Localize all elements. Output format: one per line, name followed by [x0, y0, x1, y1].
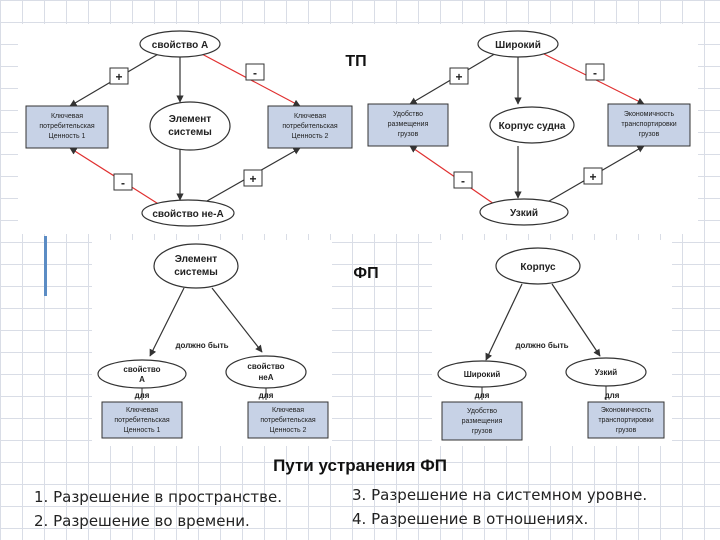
tp-left-sign-top-left: + — [115, 70, 122, 84]
fp-right-box-left-line3: грузов — [472, 428, 493, 435]
fp-right-top-label: Корпус — [520, 262, 556, 273]
tp-left-diagram: свойство А Элемент системы свойство не-А… — [25, 30, 353, 227]
fp-right-box-right-line1: Экономичность — [601, 407, 652, 414]
fp-right-for-left: для — [475, 391, 490, 400]
fp-right-node-right-label: Узкий — [595, 368, 617, 377]
fp-left-box-left-line2: потребительская — [114, 416, 169, 424]
tp-left-box-left-line2: потребительская — [39, 122, 94, 130]
tp-left-sign-bottom-left: - — [121, 176, 125, 190]
fp-right-diagram: Корпус должно быть Широкий Узкий для для… — [437, 247, 665, 441]
tp-right-box-right-line3: грузов — [639, 131, 660, 138]
tp-left-box-right-line2: потребительская — [282, 122, 337, 130]
fp-left-for-left: для — [135, 391, 150, 400]
fp-right-node-left — [437, 360, 527, 388]
tp-left-box-right-line1: Ключевая — [294, 113, 326, 120]
tp-left-box-left-line3: Ценность 1 — [49, 133, 86, 140]
tp-left-bottom-node — [141, 199, 235, 227]
fp-left-diagram: Элемент системы должно быть свойство А с… — [97, 243, 329, 439]
fp-left-node-left-line1: свойство — [123, 365, 160, 374]
fp-left-node-right-line1: свойство — [247, 362, 284, 371]
tp-left-center-node — [149, 101, 231, 151]
tp-right-diagram: Широкий Корпус судна Узкий Удобство разм… — [367, 30, 691, 226]
fp-right-must-be: должно быть — [515, 341, 568, 350]
tp-right-sign-bottom-right: + — [589, 170, 596, 184]
fp-right-box-right-line3: грузов — [616, 427, 637, 434]
fp-right-top-node — [495, 247, 581, 285]
footer-item-2: 2. Разрешение во времени. — [34, 512, 250, 530]
fp-right-box-right — [587, 401, 665, 439]
tp-right-box-right — [607, 103, 691, 147]
fp-right-for-right: для — [605, 391, 620, 400]
fp-left-box-left — [101, 401, 183, 439]
fp-left-top-node — [153, 243, 239, 289]
tp-right-sign-top-left: + — [455, 70, 462, 84]
fp-label: ФП — [353, 265, 378, 282]
fp-right-box-left — [441, 401, 523, 441]
footer-title: Пути устранения ФП — [273, 456, 447, 475]
fp-right-box-left-line1: Удобство — [467, 407, 497, 415]
tp-right-box-left-line3: грузов — [398, 131, 419, 138]
tp-left-sign-top-right-box — [245, 63, 265, 81]
fp-left-box-right-line1: Ключевая — [272, 407, 304, 414]
fp-left-for-right: для — [259, 391, 274, 400]
tp-left-top-label: свойство А — [152, 40, 208, 51]
fp-left-must-be: должно быть — [175, 341, 228, 350]
fp-left-top-line2: системы — [174, 267, 218, 278]
footer-item-1: 1. Разрешение в пространстве. — [34, 488, 282, 506]
fp-left-box-right-line3: Ценность 2 — [270, 427, 307, 434]
fp-left-box-left-line1: Ключевая — [126, 407, 158, 414]
tp-right-sign-bottom-left-box — [453, 171, 473, 189]
tp-right-sign-bottom-right-box — [583, 167, 603, 185]
tp-right-sign-bottom-left: - — [461, 174, 465, 188]
fp-left-node-right-line2: неА — [258, 373, 273, 382]
footer-item-4: 4. Разрешение в отношениях. — [352, 510, 589, 528]
tp-left-bottom-label: свойство не-А — [152, 209, 223, 220]
tp-left-sign-bottom-left-box — [113, 173, 133, 191]
tp-right-bottom-label: Узкий — [510, 208, 538, 219]
fp-left-box-right — [247, 401, 329, 439]
fp-left-top-line1: Элемент — [175, 254, 218, 265]
tp-left-sign-bottom-right: + — [249, 172, 256, 186]
tp-right-box-left-line2: размещения — [388, 121, 429, 128]
fp-left-box-right-line2: потребительская — [260, 416, 315, 424]
fp-right-node-left-label: Широкий — [464, 370, 501, 379]
tp-right-sign-top-right-box — [585, 63, 605, 81]
left-bar — [44, 236, 47, 296]
tp-left-box-left-line1: Ключевая — [51, 113, 83, 120]
tp-label: ТП — [345, 53, 366, 70]
footer-item-3: 3. Разрешение на системном уровне. — [352, 486, 648, 504]
tp-left-top-node — [139, 30, 221, 58]
tp-panel — [18, 24, 698, 234]
fp-left-node-left-line2: А — [139, 375, 145, 384]
tp-right-sign-top-left-box — [449, 67, 469, 85]
tp-left-box-right-line3: Ценность 2 — [292, 133, 329, 140]
fp-left-node-right — [225, 355, 307, 389]
tp-right-box-left-line1: Удобство — [393, 110, 423, 118]
tp-right-box-right-line1: Экономичность — [624, 111, 675, 118]
tp-right-top-node — [477, 30, 559, 58]
tp-right-center-node — [489, 106, 575, 144]
fp-left-node-left — [97, 359, 187, 389]
tp-left-center-line2: системы — [168, 127, 212, 138]
fp-left-box-left-line3: Ценность 1 — [124, 427, 161, 434]
tp-right-bottom-node — [479, 198, 569, 226]
tp-left-box-right — [267, 105, 353, 149]
tp-left-sign-top-left-box — [109, 67, 129, 85]
fp-right-box-right-line2: транспортировки — [598, 417, 653, 424]
tp-left-sign-bottom-right-box — [243, 169, 263, 187]
fp-right-node-right — [565, 357, 647, 387]
tp-right-sign-top-right: - — [593, 66, 597, 80]
tp-left-sign-top-right: - — [253, 66, 257, 80]
fp-right-box-left-line2: размещения — [462, 418, 503, 425]
tp-right-center-label: Корпус судна — [499, 121, 566, 132]
tp-right-box-left — [367, 103, 449, 147]
tp-right-top-label: Широкий — [495, 40, 541, 51]
tp-right-box-right-line2: транспортировки — [621, 121, 676, 128]
tp-left-center-line1: Элемент — [169, 114, 212, 125]
tp-left-box-left — [25, 105, 109, 149]
